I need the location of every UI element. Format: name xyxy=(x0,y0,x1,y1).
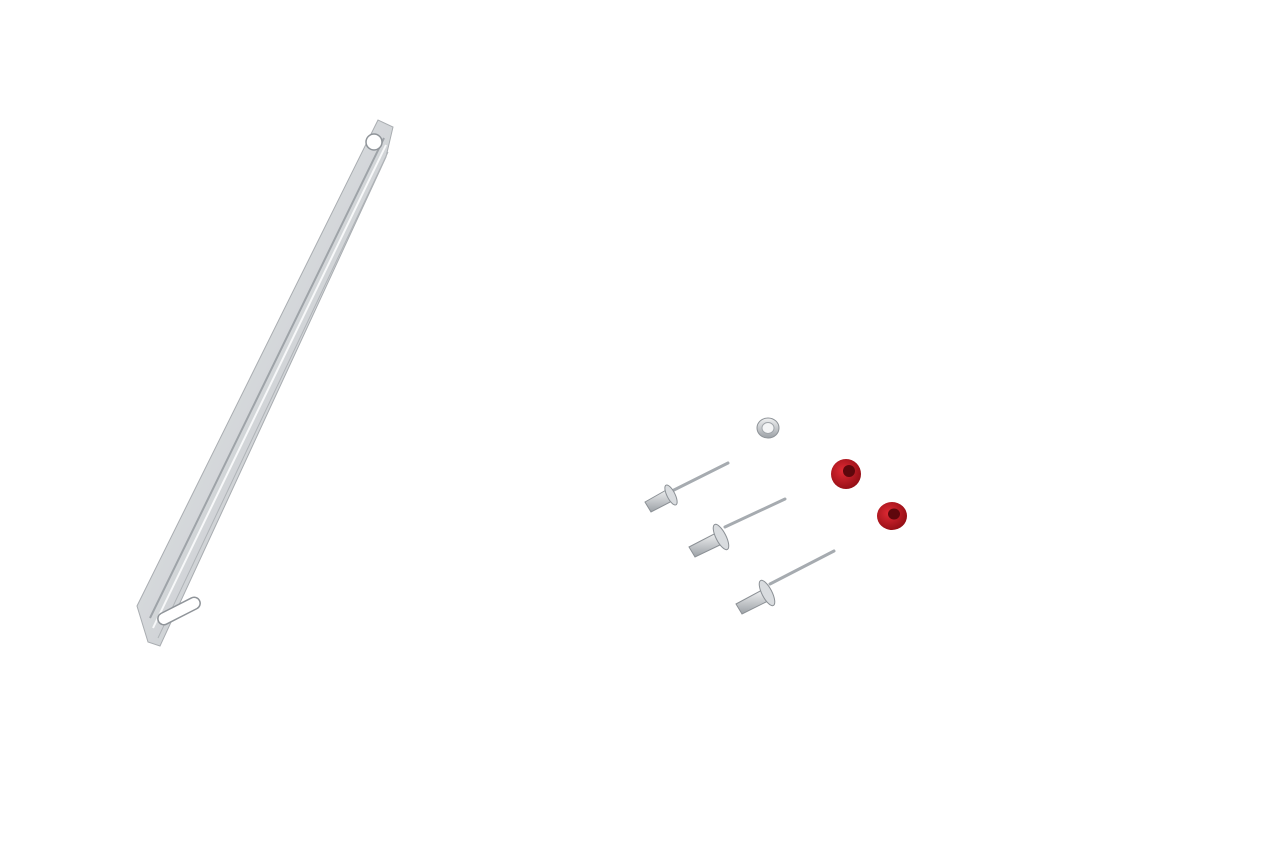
rivet xyxy=(688,497,787,558)
red-bushing xyxy=(877,502,907,530)
aluminium-rail xyxy=(136,119,394,647)
slot-hole xyxy=(157,596,201,626)
red-bushing xyxy=(831,459,861,489)
rivet xyxy=(735,549,836,615)
hook-notch xyxy=(365,133,383,151)
rivet xyxy=(644,461,730,513)
washer xyxy=(756,417,780,439)
